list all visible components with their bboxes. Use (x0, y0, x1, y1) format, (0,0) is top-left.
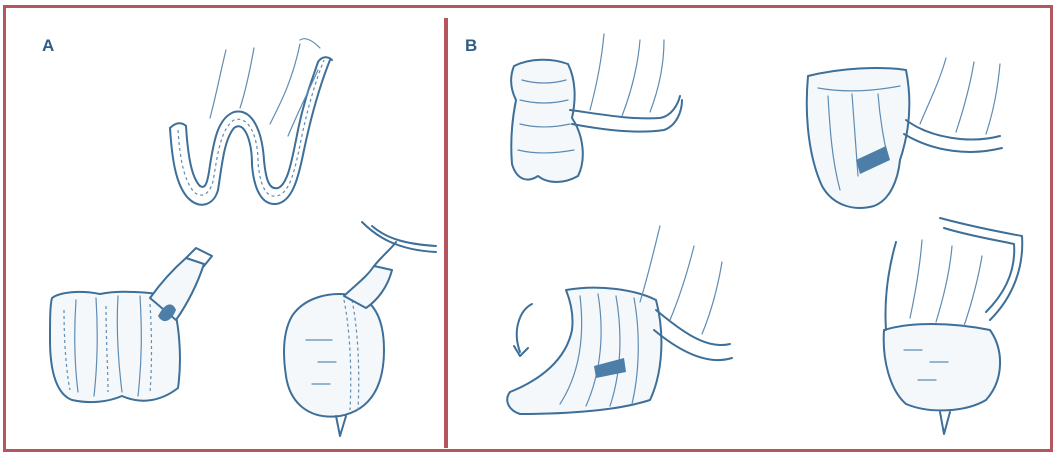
panel-b-bottom-right-drawing (884, 218, 1023, 434)
panel-b-top-left-drawing (511, 34, 682, 182)
panel-b-top-right-drawing (807, 58, 1002, 208)
panel-b-bottom-left-drawing (507, 226, 732, 414)
panel-a-folded-pouch-drawing (50, 248, 212, 402)
panel-a-completed-pouch-drawing (284, 222, 436, 436)
panel-a-w-loop-drawing (170, 39, 332, 205)
